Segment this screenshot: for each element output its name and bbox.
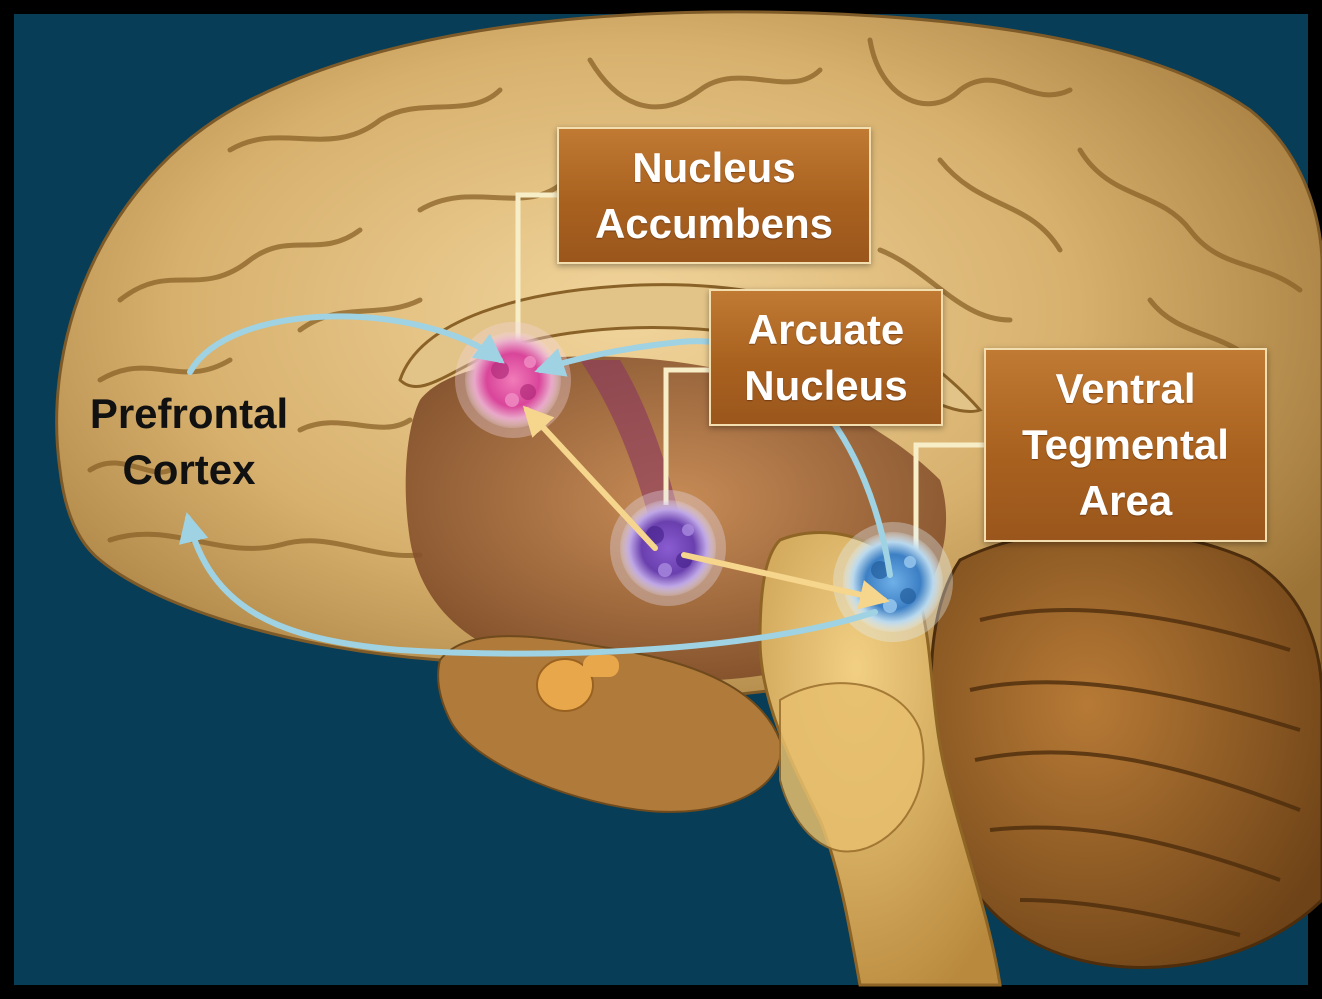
cerebellum [931, 530, 1322, 968]
prefrontal-cortex-label: Prefrontal Cortex [58, 386, 320, 498]
pituitary-stalk [583, 655, 619, 677]
nucleus-accumbens-label: Nucleus Accumbens [557, 127, 871, 264]
arcuate-nucleus-node [610, 490, 726, 606]
arcuate-nucleus-label: Arcuate Nucleus [709, 289, 943, 426]
vta-label-line1: Ventral [1055, 361, 1195, 417]
arcuate-nucleus-label-line2: Nucleus [744, 358, 907, 414]
prefrontal-cortex-label-line2: Cortex [58, 442, 320, 498]
vta-label-line3: Area [1079, 473, 1172, 529]
vta-node [833, 522, 953, 642]
prefrontal-cortex-label-line1: Prefrontal [58, 386, 320, 442]
nucleus-accumbens-label-line2: Accumbens [595, 196, 833, 252]
nucleus-accumbens-node [455, 322, 571, 438]
ventral-tegmental-area-label: Ventral Tegmental Area [984, 348, 1267, 542]
vta-label-line2: Tegmental [1022, 417, 1229, 473]
nucleus-accumbens-label-line1: Nucleus [632, 140, 795, 196]
arcuate-nucleus-label-line1: Arcuate [748, 302, 904, 358]
